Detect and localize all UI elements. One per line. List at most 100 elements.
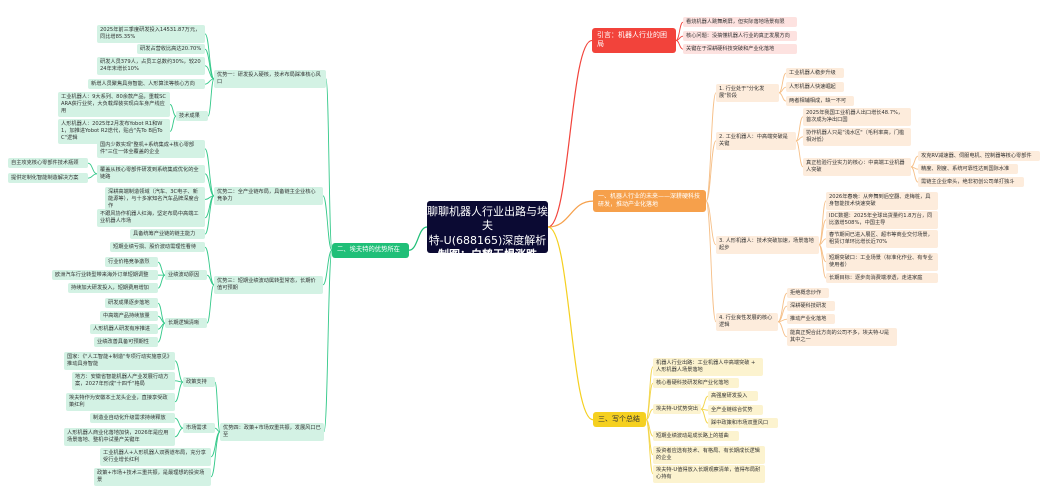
mindmap-node[interactable]: 人形机器人：2025年2月发布Yobot R1和W1，加推进Yobot R2迭代… [58, 119, 170, 144]
connector-line [169, 103, 177, 117]
mindmap-node[interactable]: 真正检验行业实力的核心：中高端工业机器人突破 [803, 158, 911, 176]
mindmap-node[interactable]: 推动产业化落地 [787, 314, 835, 325]
mindmap-node[interactable]: 政策+市场+技术三重共振，是最理想的投资场景 [94, 468, 211, 486]
mindmap-node[interactable]: 人形机器人快速崛起 [786, 82, 844, 93]
connector-line [174, 427, 184, 438]
mindmap-node[interactable]: 1. 行业处于"分化发展"阶段 [716, 84, 779, 102]
mindmap-node[interactable]: 长期逻辑清晰 [165, 318, 207, 329]
mindmap-node[interactable]: 自主攻克核心零部件技术瓶颈 [8, 158, 88, 169]
mindmap-node[interactable]: 2025年前三季度研发投入14531.87万元，同比增85.35% [97, 25, 205, 43]
mindmap-node[interactable]: 关键在于深耕硬科技突破和产业化落地 [683, 44, 797, 55]
connector-line [675, 35, 684, 41]
mindmap-node[interactable]: 核心问题：没搞懂机器人行业的真正发展方向 [683, 31, 797, 42]
mindmap-node[interactable]: 踩中政策和市场双重风口 [708, 418, 778, 429]
connector-line [204, 195, 215, 235]
mindmap-node[interactable]: 人形机器人商业化落地加快，2026年是应用场景落地、整机中试量产关键年 [64, 428, 175, 446]
connector-line [169, 115, 177, 132]
mindmap-node[interactable]: 提供定制化智能制造解决方案 [8, 173, 88, 184]
connector-line [174, 360, 184, 383]
mindmap-node[interactable]: 研发占营收比高达20.70% [137, 44, 205, 55]
mindmap-node[interactable]: 技术成果 [176, 111, 208, 122]
connector-line [700, 395, 709, 410]
mindmap-node[interactable]: 精度、刚度、系统可靠性达到国际水准 [918, 164, 1018, 175]
mindmap-node[interactable]: 2. 工业机器人：中高端突破是关键 [716, 132, 796, 150]
mindmap-node[interactable]: 2026年春晚：从奔舞到后空翻、走梅桩，具身智能技术快速突破 [826, 192, 938, 210]
mindmap-node[interactable]: 3. 人形机器人：技术突破加速，场景落地起步 [716, 236, 819, 254]
mindmap-node[interactable]: 埃夫特作为安徽本土龙头企业，直接享受政策红利 [66, 393, 175, 411]
mindmap-node[interactable]: IDC数据：2025年全球出货量约1.8万台，同比激增508%，中国主导 [826, 211, 938, 229]
mindmap-node[interactable]: 短期业绩波动是成长路上的插曲 [653, 431, 739, 442]
connector-line [547, 39, 593, 228]
mindmap-node[interactable]: 高强度研发投入 [708, 391, 758, 402]
mindmap-node[interactable]: 人形机器人研发有序推进 [90, 324, 158, 335]
connector-line [207, 78, 215, 117]
mindmap-node[interactable]: 拒绝概念炒作 [787, 288, 829, 299]
connector-line [325, 78, 333, 251]
mindmap-node[interactable]: 业绩改善具备可预期性 [94, 337, 158, 348]
mindmap-node[interactable]: 春节期间已进入展区、超市等商业交付场景，租赁订单环比增长近70% [826, 230, 938, 248]
connector-line [206, 284, 215, 324]
mindmap-node[interactable]: 优势二：全产业链布局，具备链主企业核心竞争力 [214, 187, 323, 205]
mindmap-node[interactable]: 优势三：短期业绩波动属转型常态，长期价值可预期 [214, 276, 323, 294]
mindmap-node[interactable]: 短期业绩亏损、股价波动需理性看待 [110, 242, 205, 253]
mindmap-node[interactable]: 投资者应选有技术、有格局、有长期成长逻辑的企业 [653, 446, 765, 464]
mindmap-node[interactable]: 能真正契合此方向的公司不多，埃夫特-U是其中之一 [787, 328, 897, 346]
connector-line [157, 322, 166, 343]
mindmap-node[interactable]: 需链主企业牵头，绝非初创公司单打独斗 [918, 177, 1024, 188]
mindmap-node[interactable]: 工业机器人：9大系列、80余款产品，重载SCARA获行业奖，大负载焊装实现白车身… [58, 92, 170, 117]
mindmap-node[interactable]: 市场需求 [183, 423, 215, 434]
mindmap-node[interactable]: 业绩波动原因 [165, 270, 207, 281]
mindmap-node[interactable]: 两者相辅相成，缺一不可 [786, 96, 854, 107]
mindmap-node[interactable]: 工业机器人+人形机器人双赛道布局，充分享受行业增长红利 [100, 448, 211, 466]
mindmap-node[interactable]: 国内少数实现"整机+系统集成+核心零部件"三位一体全覆盖的企业 [97, 140, 205, 158]
branch-future[interactable]: 一、机器人行业的未来——深耕硬科技研发，推动产业化落地 [593, 190, 706, 213]
mindmap-node[interactable]: 政策支持 [183, 377, 215, 388]
mindmap-node[interactable]: 中高端产品持续放量 [100, 311, 158, 322]
mindmap-node[interactable]: 长期目标：逐步向消费端渗透，走进家庭 [826, 273, 938, 284]
mindmap-node[interactable]: 全产业链综合优势 [708, 405, 763, 416]
connector-line [547, 226, 594, 421]
mindmap-node[interactable]: 埃夫特-U值得放入长期观察清单，值得布局耐心持有 [653, 465, 765, 483]
connector-line [777, 321, 788, 338]
central-topic[interactable]: 聊聊机器人行业出路与埃夫 特-U(688165)深度解析 制图：白鹤无惧涨跌 [427, 201, 548, 261]
connector-line [157, 274, 166, 289]
branch-summary[interactable]: 三、写个总结 [593, 412, 646, 428]
connector-line [174, 381, 184, 403]
mindmap-node[interactable]: 行业价格竞争激烈 [105, 257, 158, 268]
mindmap-node[interactable]: 研发成果逐步落地 [105, 298, 158, 309]
mindmap-node[interactable]: 覆盖从核心零部件研发到系统集成优化的全链路 [97, 165, 205, 183]
connector-line [204, 65, 215, 80]
mindmap-node[interactable]: 核心看硬科技研发和产业化落地 [653, 378, 739, 389]
mindmap-node[interactable]: 看烧机器人跳舞刷屏，但实际落地场景有限 [683, 17, 797, 28]
mindmap-node[interactable]: 4. 行业良性发展的核心逻辑 [716, 313, 778, 331]
mindmap-node[interactable]: 具备统筹产业链的链主能力 [130, 229, 205, 240]
mindmap-node[interactable]: 机器人行业出路：工业机器人中高端突破 + 人形机器人场景落地 [653, 358, 763, 376]
mindmap-node[interactable]: 不跟风协作机器人红海，坚定布局中高端工业机器人市场 [97, 209, 205, 227]
mindmap-node[interactable]: 深耕硬科技研发 [787, 301, 835, 312]
mindmap-node[interactable]: 欧洲汽车行业转型带来海外订单短期调整 [52, 270, 158, 281]
connector-line [157, 261, 166, 276]
title-line-2: 特-U(688165)深度解析 [428, 233, 547, 247]
branch-advantages[interactable]: 二、埃夫特的优势所在 [332, 243, 409, 258]
mindmap-node[interactable]: 研发人员379人，占员工总数约30%，较2024年末增长10% [97, 57, 205, 75]
mindmap-node[interactable]: 持续加大研发投入，短期费用增加 [68, 283, 158, 294]
mindmap-node[interactable]: 优势四：政策+市场双重共振，发展风口已至 [220, 423, 324, 441]
mindmap-node[interactable]: 地方：安徽省智能机器人产业发展行动方案，2027年形成"十四千"格局 [72, 372, 175, 390]
mindmap-node[interactable]: 新增人员聚焦具身智能、人形算法等核心方向 [88, 79, 205, 90]
branch-intro[interactable]: 引言：机器人行业的困局 [592, 28, 676, 53]
mindmap-node[interactable]: 协作机器人只是"浅水区"（毛利率高，门槛相对低） [803, 128, 911, 146]
mindmap-node[interactable]: 制造业自动化升级需求持续释放 [90, 413, 175, 424]
connector-line [675, 39, 684, 50]
connector-line [206, 274, 215, 286]
mindmap-node[interactable]: 短期突破口：工业场景（标准化作业、有专业使用者） [826, 253, 938, 271]
mindmap-node[interactable]: 埃夫特-U优势突出 [653, 404, 701, 415]
connector-line [204, 246, 215, 286]
mindmap-node[interactable]: 攻克RV减速器、伺服电机、控制器等核心零部件 [918, 151, 1040, 162]
mindmap-node[interactable]: 优势一：研发投入硬核，技术布局踩准核心风口 [214, 70, 326, 88]
mindmap-node[interactable]: 国家：《"人工智能+制造"专项行动实施意见》推动具身智能 [64, 352, 175, 370]
connector-line [645, 419, 654, 475]
mindmap-node[interactable]: 2025年我国工业机器人出口增长48.7%，首次成为净出口国 [803, 108, 911, 126]
mindmap-node[interactable]: 深耕高端制造领域（汽车、3C电子、新能源等），与十多家知名汽车品牌深度合作 [105, 187, 205, 212]
author-credit: 制图：白鹤无惧涨跌 [438, 247, 537, 261]
mindmap-node[interactable]: 工业机器人稳步升级 [786, 68, 844, 79]
